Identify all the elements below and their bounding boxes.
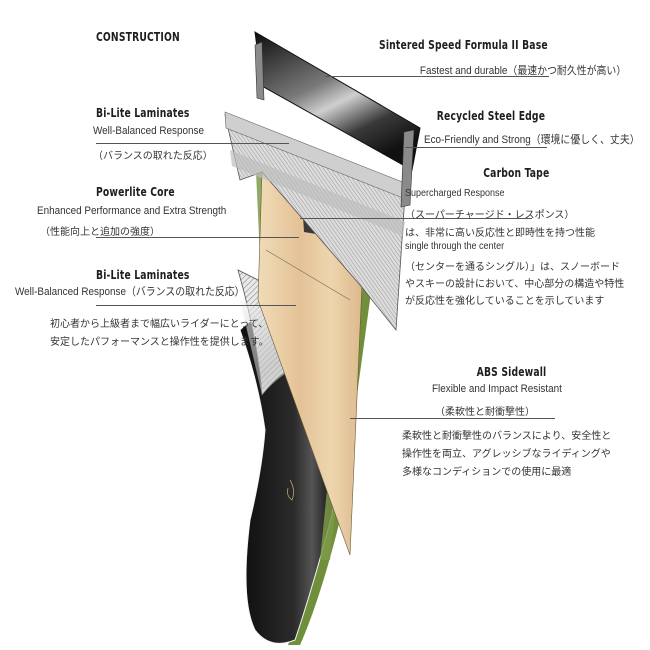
- sidewall-leader-line: [350, 418, 555, 419]
- carbon-line-5: やスキーの設計において、中心部分の構造や特性: [405, 279, 625, 290]
- core-subtitle-jp: （性能向上と追加の強度）: [40, 227, 160, 238]
- sidewall-desc-0: 柔軟性と耐衝撃性のバランスにより、安全性と: [402, 431, 612, 442]
- core-leader-line: [96, 237, 299, 238]
- base-subtitle: Fastest and durable（最速かつ耐久性が高い）: [419, 65, 626, 77]
- bilite-top-title: Bi-Lite Laminates: [96, 105, 190, 120]
- sidewall-title: ABS Sidewall: [476, 364, 547, 379]
- sidewall-subtitle-jp: （柔軟性と耐衝撃性）: [435, 407, 535, 418]
- carbon-line-3: single through the center: [405, 241, 505, 252]
- carbon-line-1: （スーパーチャージド・レスポンス）: [405, 210, 575, 221]
- steel-edge-left: [254, 41, 265, 101]
- carbon-line-4: （センターを通るシングル）」は、スノーボード: [405, 262, 620, 273]
- carbon-line-0: Supercharged Response: [405, 188, 505, 199]
- sidewall-desc-2: 多様なコンディションでの使用に最適: [402, 467, 572, 478]
- sidewall-subtitle: Flexible and Impact Resistant: [432, 383, 562, 395]
- bilite-top-subtitle: Well-Balanced Response: [93, 125, 204, 137]
- bilite-bottom-desc-0: 初心者から上級者まで幅広いライダーにとって、: [50, 319, 269, 330]
- steel-edge-right: [400, 129, 415, 208]
- edge-subtitle: Eco-Friendly and Strong（環境に優しく、丈夫）: [424, 134, 640, 146]
- bilite-bottom-leader-line: [96, 305, 296, 306]
- base-leader-line: [325, 76, 549, 77]
- core-title: Powerlite Core: [96, 184, 175, 199]
- sidewall-desc-1: 操作性を両立、アグレッシブなライディングや: [402, 449, 611, 460]
- base-title: Sintered Speed Formula II Base: [379, 37, 548, 52]
- bilite-top-leader-line: [96, 143, 289, 144]
- bilite-bottom-title: Bi-Lite Laminates: [96, 267, 190, 282]
- edge-leader-line: [405, 147, 547, 148]
- core-subtitle: Enhanced Performance and Extra Strength: [37, 205, 227, 217]
- carbon-line-6: が反応性を強化していることを示しています: [405, 296, 605, 307]
- logo-mark: [287, 479, 294, 501]
- carbon-line-2: は、非常に高い反応性と即時性を持つ性能: [405, 228, 595, 239]
- carbon-title: Carbon Tape: [483, 165, 550, 180]
- bilite-top-subtitle-jp: （バランスの取れた反応）: [93, 151, 213, 162]
- carbon-leader-line: [300, 218, 532, 219]
- bilite-bottom-desc-1: 安定したパフォーマンスと操作性を提供します。: [50, 337, 269, 348]
- edge-title: Recycled Steel Edge: [436, 108, 545, 123]
- construction-heading: CONSTRUCTION: [96, 29, 180, 44]
- bilite-bottom-subtitle: Well-Balanced Response（バランスの取れた反応）: [15, 286, 245, 298]
